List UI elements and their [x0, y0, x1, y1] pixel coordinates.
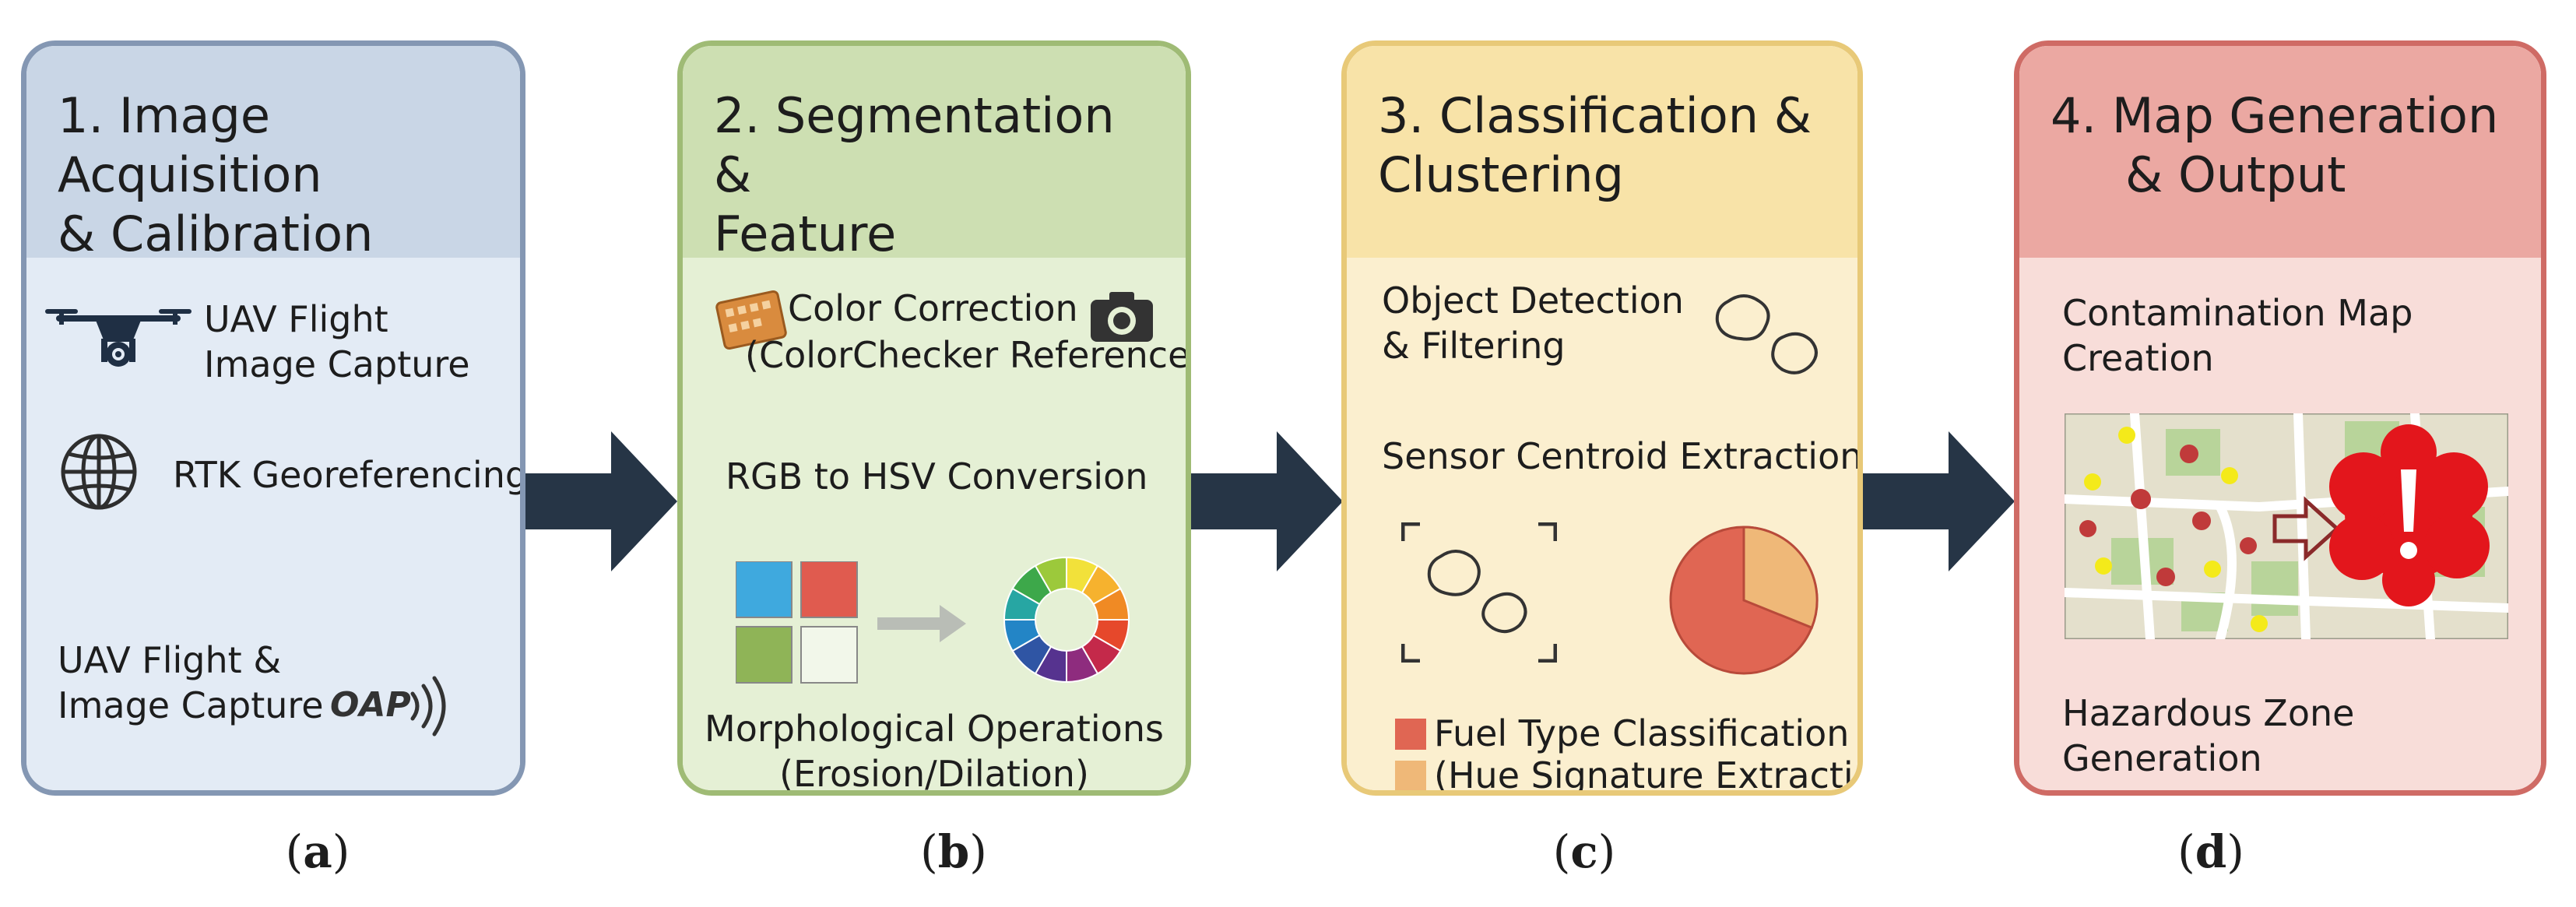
caption-d: (d) [2177, 825, 2244, 878]
conversion-arrow-icon [877, 605, 966, 642]
alert-icon [2329, 424, 2490, 606]
caption-a: (a) [285, 825, 350, 878]
colorchecker-label: (ColorChecker Reference) [745, 334, 1191, 376]
object-detection-label: Object Detection & Filtering [1382, 279, 1684, 367]
panel-header: 2. Segmentation & Feature Extraction [683, 46, 1186, 322]
rgb-hsv-label: RGB to HSV Conversion [726, 455, 1148, 497]
hue-signature-swatch [1395, 761, 1426, 790]
panel-body: Color Correction (ColorChecker Reference… [683, 258, 1186, 790]
drone-icon [45, 309, 192, 367]
logo-text: OAP [330, 685, 411, 725]
panel-title-line1: 4. Map Generation [2051, 87, 2499, 144]
panel-title-line1: 3. Classification & [1378, 87, 1812, 144]
flow-arrow-3 [1863, 431, 2015, 571]
uav-flight-capture-label: UAV Flight & Image Capture [58, 639, 324, 726]
panel-title-line2: & Calibration [58, 206, 374, 262]
hue-signature-label: (Hue Signature Extraction) [1434, 754, 1857, 796]
blob-icon [1715, 294, 1818, 374]
rtk-label: RTK Georeferencing [173, 454, 525, 496]
color-correction-label: Color Correction [788, 287, 1078, 329]
caption-b: (b) [920, 825, 987, 878]
panel-title-line2: & Output [2125, 146, 2346, 203]
centroid-blobs-icon [1401, 522, 1557, 663]
flow-arrow-1 [525, 431, 677, 571]
panel-body: UAV Flight Image Capture RTK Georeferenc… [26, 258, 520, 790]
flow-arrow-2 [1191, 431, 1343, 571]
uav-flight-label: UAV Flight Image Capture [204, 298, 470, 385]
panel-header: 4. Map Generation & Output [2019, 46, 2541, 258]
panel-title-line2: Clustering [1378, 146, 1624, 203]
panel-classification: 3. Classification & Clustering Object De… [1341, 40, 1863, 796]
hazardous-zone-label: Hazardous Zone Generation [2062, 692, 2355, 779]
panel-body: Object Detection & Filtering Sensor Cent… [1347, 258, 1857, 790]
fuel-type-swatch [1395, 719, 1426, 750]
centroid-label: Sensor Centroid Extraction [1382, 435, 1863, 477]
panel-header: 3. Classification & Clustering [1347, 46, 1857, 258]
rgb-swatches [736, 561, 858, 684]
panel-title-line1: 1. Image Acquisition [58, 87, 322, 203]
camera-icon [1091, 292, 1153, 342]
pie-chart-icon [1669, 526, 1819, 675]
signal-icon [410, 676, 446, 736]
panel-title-line1: 2. Segmentation & [714, 87, 1115, 203]
contamination-label: Contamination Map Creation [2062, 292, 2413, 379]
fuel-type-label: Fuel Type Classification [1434, 712, 1850, 754]
color-checker-icon [715, 290, 787, 350]
caption-c: (c) [1552, 825, 1616, 878]
panel-image-acquisition: 1. Image Acquisition & Calibration UAV F… [21, 40, 525, 796]
morphological-label: Morphological Operations (Erosion/Dilati… [705, 708, 1164, 795]
panel-body: Contamination Map Creation [2019, 258, 2541, 790]
panel-header: 1. Image Acquisition & Calibration [26, 46, 520, 262]
color-wheel-icon [1003, 556, 1130, 684]
panel-map-generation: 4. Map Generation & Output Contamination… [2014, 40, 2546, 796]
panel-segmentation: 2. Segmentation & Feature Extraction Col… [677, 40, 1191, 796]
globe-icon [61, 434, 137, 510]
